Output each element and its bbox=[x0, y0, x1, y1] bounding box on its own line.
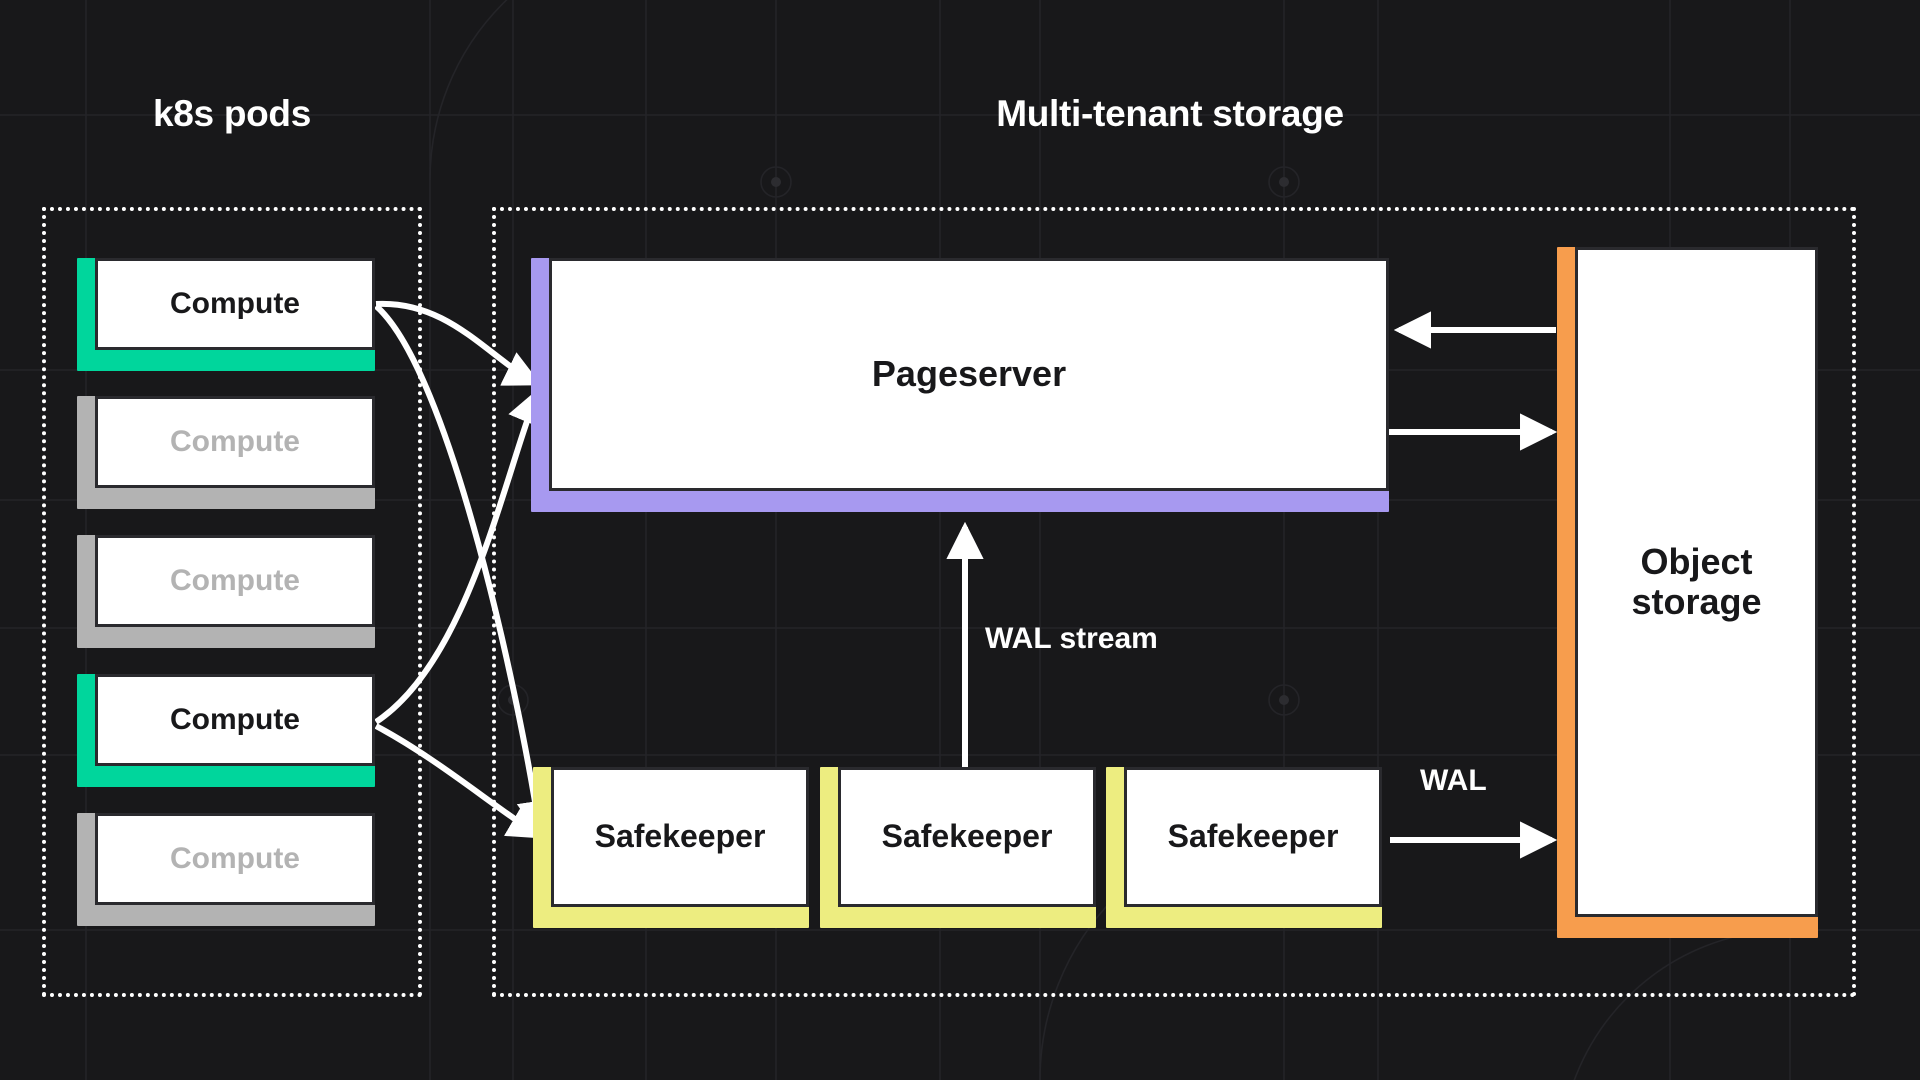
safekeeper-node-1[interactable]: Safekeeper bbox=[533, 767, 809, 928]
compute-label-4: Compute bbox=[170, 703, 300, 737]
object-storage-label: Object storage bbox=[1631, 540, 1762, 622]
compute-label-3: Compute bbox=[170, 564, 300, 598]
pageserver-label: Pageserver bbox=[871, 353, 1067, 395]
compute-node-1[interactable]: Compute bbox=[77, 258, 375, 371]
safekeeper-face-2: Safekeeper bbox=[838, 767, 1096, 907]
safekeeper-face-3: Safekeeper bbox=[1124, 767, 1382, 907]
edge-label-wal: WAL bbox=[1420, 764, 1487, 797]
object-storage-node[interactable]: Object storage bbox=[1557, 247, 1818, 938]
safekeeper-label-1: Safekeeper bbox=[594, 818, 766, 855]
compute-face-3: Compute bbox=[95, 535, 375, 627]
compute-face-2: Compute bbox=[95, 396, 375, 488]
safekeeper-label-3: Safekeeper bbox=[1167, 818, 1339, 855]
edge-label-wal-stream: WAL stream bbox=[985, 622, 1158, 655]
pageserver-node[interactable]: Pageserver bbox=[531, 258, 1389, 512]
compute-label-5: Compute bbox=[170, 842, 300, 876]
compute-face-1: Compute bbox=[95, 258, 375, 350]
safekeeper-node-3[interactable]: Safekeeper bbox=[1106, 767, 1382, 928]
compute-face-4: Compute bbox=[95, 674, 375, 766]
pageserver-face: Pageserver bbox=[549, 258, 1389, 491]
safekeeper-node-2[interactable]: Safekeeper bbox=[820, 767, 1096, 928]
group-title-multi-tenant-storage: Multi-tenant storage bbox=[996, 93, 1344, 134]
compute-face-5: Compute bbox=[95, 813, 375, 905]
compute-label-1: Compute bbox=[170, 287, 300, 321]
compute-node-3[interactable]: Compute bbox=[77, 535, 375, 648]
compute-node-4[interactable]: Compute bbox=[77, 674, 375, 787]
group-title-k8s-pods: k8s pods bbox=[153, 93, 311, 134]
compute-node-2[interactable]: Compute bbox=[77, 396, 375, 509]
safekeeper-label-2: Safekeeper bbox=[881, 818, 1053, 855]
compute-label-2: Compute bbox=[170, 425, 300, 459]
object-storage-face: Object storage bbox=[1575, 247, 1818, 917]
safekeeper-face-1: Safekeeper bbox=[551, 767, 809, 907]
compute-node-5[interactable]: Compute bbox=[77, 813, 375, 926]
